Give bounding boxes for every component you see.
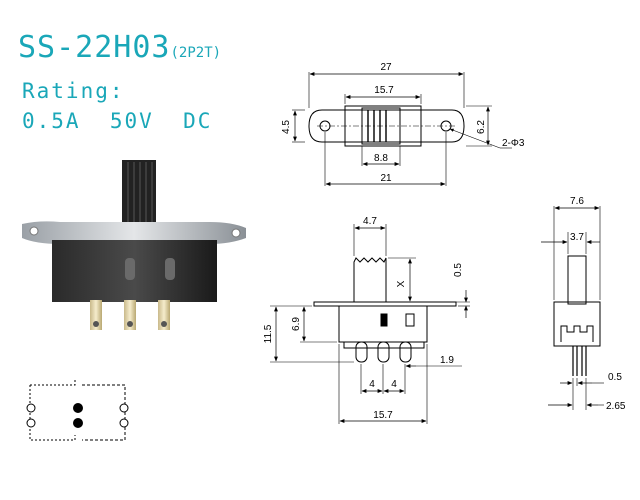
model-title: SS-22H03(2P2T) <box>18 30 221 65</box>
rating-label: Rating: <box>22 79 125 103</box>
dim-body-width-side: 7.6 <box>570 196 584 207</box>
dim-knob-width-front: 4.7 <box>363 216 377 227</box>
dim-plate-thickness: 0.5 <box>453 263 464 277</box>
dim-pin-spacing: 2.65 <box>606 401 626 412</box>
dim-total-height: 11.5 <box>263 324 274 343</box>
dim-body-height-front: 6.9 <box>291 317 302 331</box>
dim-pin-width: 0.5 <box>608 372 622 383</box>
dim-flange-height: 4.5 <box>281 120 292 134</box>
dim-terminal-offset: 1.9 <box>440 355 454 366</box>
dim-knob-width-side: 3.7 <box>570 232 584 243</box>
dim-actuator-height: X <box>396 280 407 287</box>
model-number: SS-22H03 <box>18 30 171 65</box>
dim-body-length-top: 15.7 <box>374 85 394 96</box>
switch-photo <box>22 160 246 330</box>
dim-mounting-holes: 2-Φ3 <box>502 138 525 149</box>
pole-throw-type: (2P2T) <box>170 45 222 61</box>
rating-value: 0.5A 50V DC <box>22 109 213 133</box>
dim-terminal-pitch-right: 4 <box>391 379 397 390</box>
dim-overall-length: 27 <box>380 62 392 73</box>
dim-body-length-front: 15.7 <box>373 410 393 421</box>
top-view-drawing <box>292 72 512 186</box>
front-view-drawing <box>270 224 470 424</box>
dim-body-height-top: 6.2 <box>476 120 487 134</box>
rating-block: Rating: 0.5A 50V DC <box>22 76 212 136</box>
circuit-schematic <box>26 380 129 441</box>
dim-knob-width-top: 8.8 <box>374 153 388 164</box>
dim-terminal-pitch-left: 4 <box>369 379 375 390</box>
dim-hole-spacing: 21 <box>380 173 392 184</box>
side-view-drawing <box>541 206 604 410</box>
